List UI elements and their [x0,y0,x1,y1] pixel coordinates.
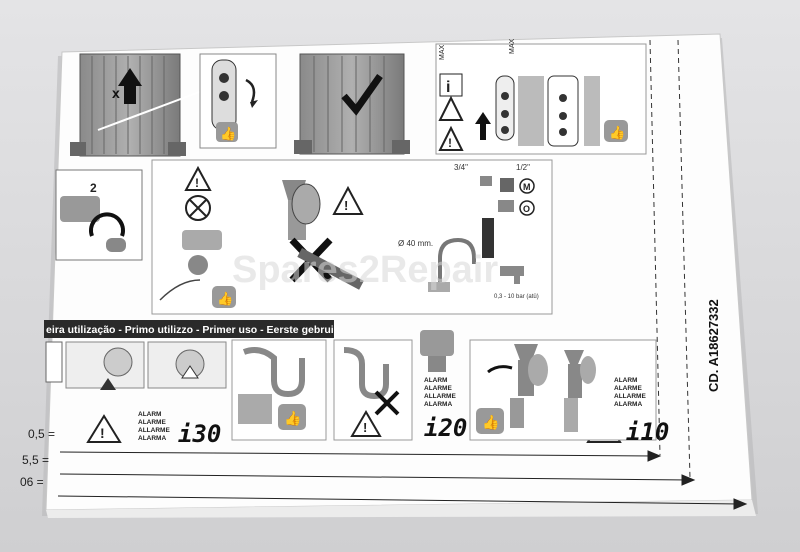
diameter-label: Ø 40 mm. [398,239,433,248]
thumbs-up-icon [212,286,236,308]
row-value: 06 = [20,475,44,489]
warning-icon [332,185,364,215]
alarm-word: ALARME [424,385,452,392]
arrow-up-icon [118,68,142,104]
thumbs-up-icon [278,404,306,430]
circle-label-o-text: O [523,204,530,214]
svg-text:👍: 👍 [609,125,625,140]
circle-label-o [519,200,535,216]
display-readout: i10 [626,418,669,446]
svg-text:i: i [446,79,450,96]
alarm-word: ALARME [138,419,166,426]
alarm-word: ALARM [138,411,161,418]
alarm-word: ALARM [614,377,637,384]
thumbs-up-icon [476,408,504,434]
bottom-row: 👍 ! ! ! 👍 [45,330,657,443]
sheet-edge [46,500,756,518]
alarm-block-30: ALARM ALARME ALLARME ALARMA i30 [138,411,221,448]
display-readout: i20 [424,414,467,442]
svg-text:👍: 👍 [284,410,301,427]
warning-icon [86,414,122,443]
step-number: 2 [90,181,97,195]
pressure-label: 0,3 - 10 bar (atü) [494,294,539,300]
alarm-word: ALARME [614,385,642,392]
alarm-word: ALARMA [138,435,166,442]
thumbs-up-icon [604,120,628,142]
svg-text:!: ! [363,420,367,435]
display-readout: i30 [178,420,221,448]
warning-icon [350,410,382,437]
alarm-word: ALLARME [138,427,170,434]
max-label-right: MAX [509,39,516,55]
pipe-size-b: 1/2" [516,163,530,172]
cut-guides [649,39,691,479]
circle-label-m-text: M [523,182,531,192]
svg-text:👍: 👍 [217,291,233,306]
alarm-block-20: ALARM ALARME ALLARME ALARMA i20 [424,377,467,442]
svg-text:👍: 👍 [482,414,499,431]
row-value: 5,5 = [22,453,49,467]
alarm-word: ALARMA [614,401,642,408]
document-code: CD. A18627332 [706,299,721,392]
top-row: x 👍 MAX MAX i ! [70,39,647,157]
info-icon [439,73,463,97]
watermark-text: Spares2Repair [232,249,498,291]
warning-icon [438,125,464,151]
svg-text:!: ! [344,198,348,213]
language-banner [44,320,334,338]
svg-text:👍: 👍 [220,126,236,141]
svg-text:!: ! [448,136,452,150]
multiplier-label: x [112,85,120,101]
warning-icon [438,95,464,121]
warning-icon [184,165,212,191]
max-label-left: MAX [439,45,446,61]
middle-row: 2 ! 👍 ! 3/4" 1/2" M O Ø 40 mm. [55,159,553,315]
circle-label-m [519,178,535,194]
alarm-word: ALLARME [614,393,646,400]
thumbs-up-icon [216,122,238,142]
row-value: 0,5 = [28,427,55,441]
alarm-word: ALARM [424,377,447,384]
banner-text: eira utilização - Primo utilizzo - Prime… [46,324,340,336]
svg-text:!: ! [195,176,199,190]
dimension-arrows [57,450,748,510]
checkmark-icon [341,73,383,116]
alarm-block-10: ALARM ALARME ALLARME ALARMA i10 [614,377,669,446]
alarm-word: ALARMA [424,401,452,408]
svg-text:!: ! [100,425,105,441]
pipe-size-a: 3/4" [454,163,468,172]
alarm-word: ALLARME [424,393,456,400]
